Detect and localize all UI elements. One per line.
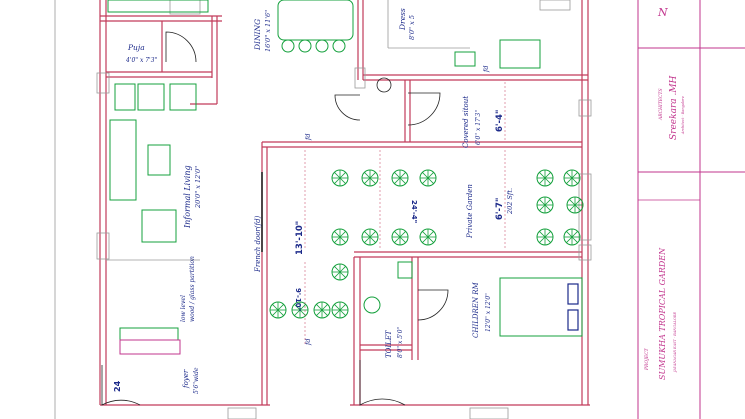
sofa — [109, 119, 137, 201]
dim-6-4: 6'-4" — [495, 110, 505, 132]
dim-9-10: 9'-10" — [294, 288, 302, 311]
architect-name: Sreekara .MH — [669, 75, 679, 140]
french-door-label: French door(fd) — [254, 215, 262, 273]
bed — [499, 277, 583, 337]
plant-symbol — [269, 301, 287, 319]
foyer-label: foyer — [182, 369, 190, 389]
dining-size: 16'0" x 11'6" — [264, 10, 272, 52]
toilet-size: 8'0" x 5'0" — [397, 326, 404, 358]
title-block: N ARCHITECTS Sreekara .MH Architect · Ba… — [637, 0, 745, 419]
plant-symbol — [361, 228, 379, 246]
plant-symbol — [331, 169, 349, 187]
plant-symbol — [331, 228, 349, 246]
private-garden-label: Private Garden — [466, 184, 474, 239]
fd-label-3: fd — [304, 338, 312, 346]
puja-size: 4'0" x 7'3" — [125, 57, 158, 64]
covered-sitout-label: Covered sitout — [462, 96, 470, 148]
walls — [99, 0, 590, 406]
partition-label-1: low level — [180, 295, 187, 322]
dim-6-7: 6'-7" — [495, 198, 505, 220]
project-label: PROJECT — [644, 347, 650, 371]
children-room-size: 12'0" x 12'0" — [485, 293, 492, 332]
plant-symbol — [331, 301, 349, 319]
children-room-label: CHILDREN RM — [472, 282, 480, 338]
plant-symbol — [566, 196, 584, 214]
informal-living-label: Informal Living — [183, 165, 192, 229]
dim-13-10: 13'-10" — [295, 221, 305, 255]
architects-label: ARCHITECTS — [658, 88, 664, 121]
architect-sub: Architect · Bangalore — [681, 96, 685, 135]
plant-symbol — [536, 169, 554, 187]
plant-symbol — [391, 169, 409, 187]
plant-symbol — [313, 301, 331, 319]
dining-table — [277, 0, 354, 41]
puja-label: Puja — [127, 43, 145, 52]
doors — [101, 31, 449, 406]
private-garden-area: 202 Sft. — [506, 188, 514, 215]
plant-symbol — [419, 169, 437, 187]
informal-living-size: 20'0" x 12'0" — [194, 166, 202, 209]
plant-symbol — [361, 169, 379, 187]
dress-label: Dress — [398, 8, 407, 31]
labels: Puja 4'0" x 7'3" DINING 16'0" x 11'6" Dr… — [125, 8, 514, 394]
dress-size: 8'0" x 5 — [408, 15, 416, 40]
furniture — [107, 0, 583, 355]
windows — [96, 0, 592, 419]
plant-symbol — [391, 228, 409, 246]
plant-symbol — [291, 301, 309, 319]
fd-label-1: fd — [304, 133, 312, 141]
partition-label-2: wood / glass partition — [189, 256, 196, 322]
dim-24: 24 — [113, 380, 122, 392]
garden-plants — [269, 169, 584, 319]
plant-symbol — [563, 169, 581, 187]
fd-label-2: fd — [482, 65, 490, 73]
plant-symbol — [419, 228, 437, 246]
project-sub: JAYANAGAR EAST · BANGALORE — [673, 312, 677, 373]
dim-24-4: 24'-4" — [410, 200, 418, 223]
plant-symbol — [536, 196, 554, 214]
dimensions: 6'-4" 24'-4" 6'-7" 13'-10" 9'-10" 24 — [113, 82, 506, 392]
covered-sitout-size: 6'0" x 17'3" — [475, 110, 482, 145]
toilet-label: TOILET — [385, 329, 393, 358]
plant-symbol — [331, 263, 349, 281]
title-corner-mark: N — [657, 6, 668, 19]
plant-symbol — [563, 228, 581, 246]
project-name: SUMUKHA TROPICAL GARDEN — [658, 247, 667, 380]
dining-label: DINING — [253, 19, 262, 51]
foyer-size: 5'6"wide — [193, 367, 200, 394]
plant-symbol — [536, 228, 554, 246]
